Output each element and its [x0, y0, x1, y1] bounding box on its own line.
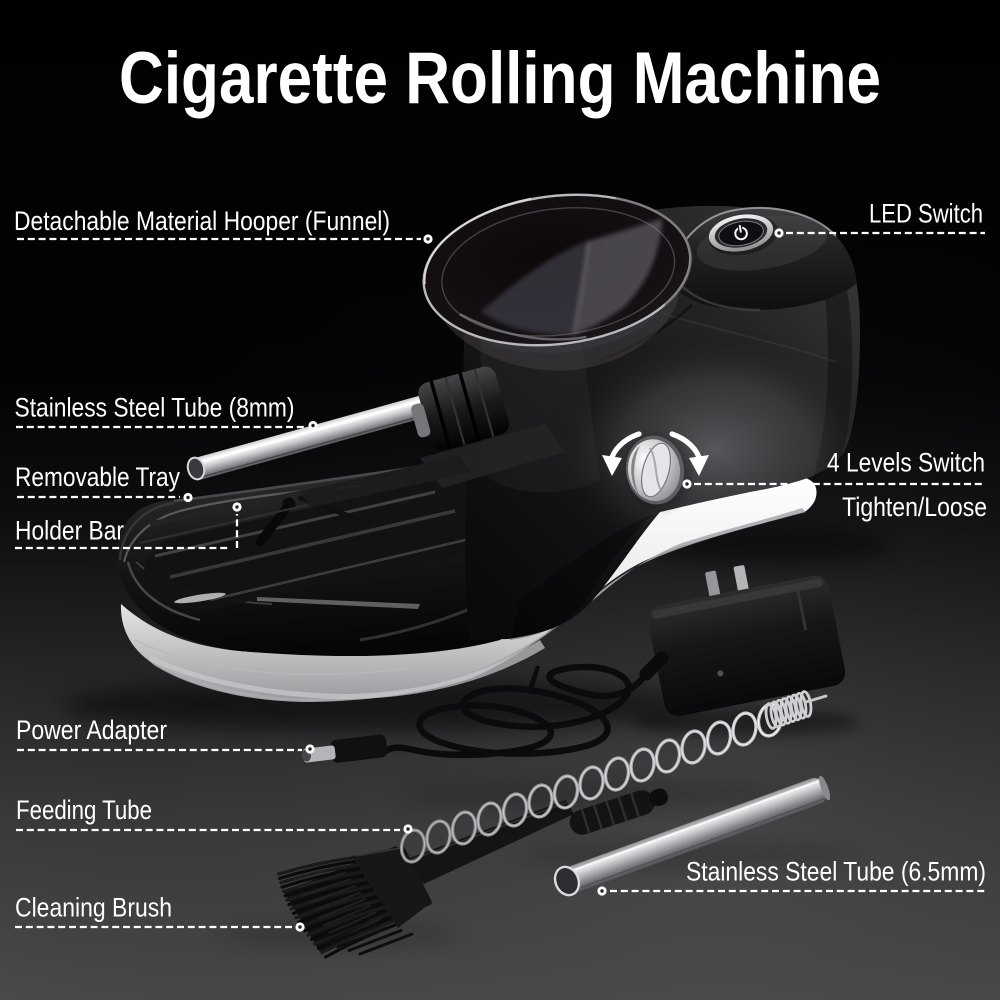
svg-text:Detachable Material Hooper (Fu: Detachable Material Hooper (Funnel): [14, 206, 390, 236]
svg-text:Tighten/Loose: Tighten/Loose: [842, 492, 987, 522]
svg-text:LED Switch: LED Switch: [869, 199, 983, 229]
svg-text:4 Levels Switch: 4 Levels Switch: [827, 448, 985, 478]
svg-text:Cigarette Rolling Machine: Cigarette Rolling Machine: [119, 36, 881, 119]
svg-text:Removable Tray: Removable Tray: [15, 462, 180, 492]
svg-text:Holder Bar: Holder Bar: [15, 516, 124, 546]
svg-text:Stainless Steel Tube (6.5mm): Stainless Steel Tube (6.5mm): [686, 857, 986, 887]
svg-text:Feeding Tube: Feeding Tube: [16, 795, 152, 825]
svg-text:Stainless Steel Tube (8mm): Stainless Steel Tube (8mm): [15, 393, 295, 423]
svg-text:Power Adapter: Power Adapter: [16, 715, 167, 745]
svg-text:Cleaning Brush: Cleaning Brush: [15, 893, 172, 923]
